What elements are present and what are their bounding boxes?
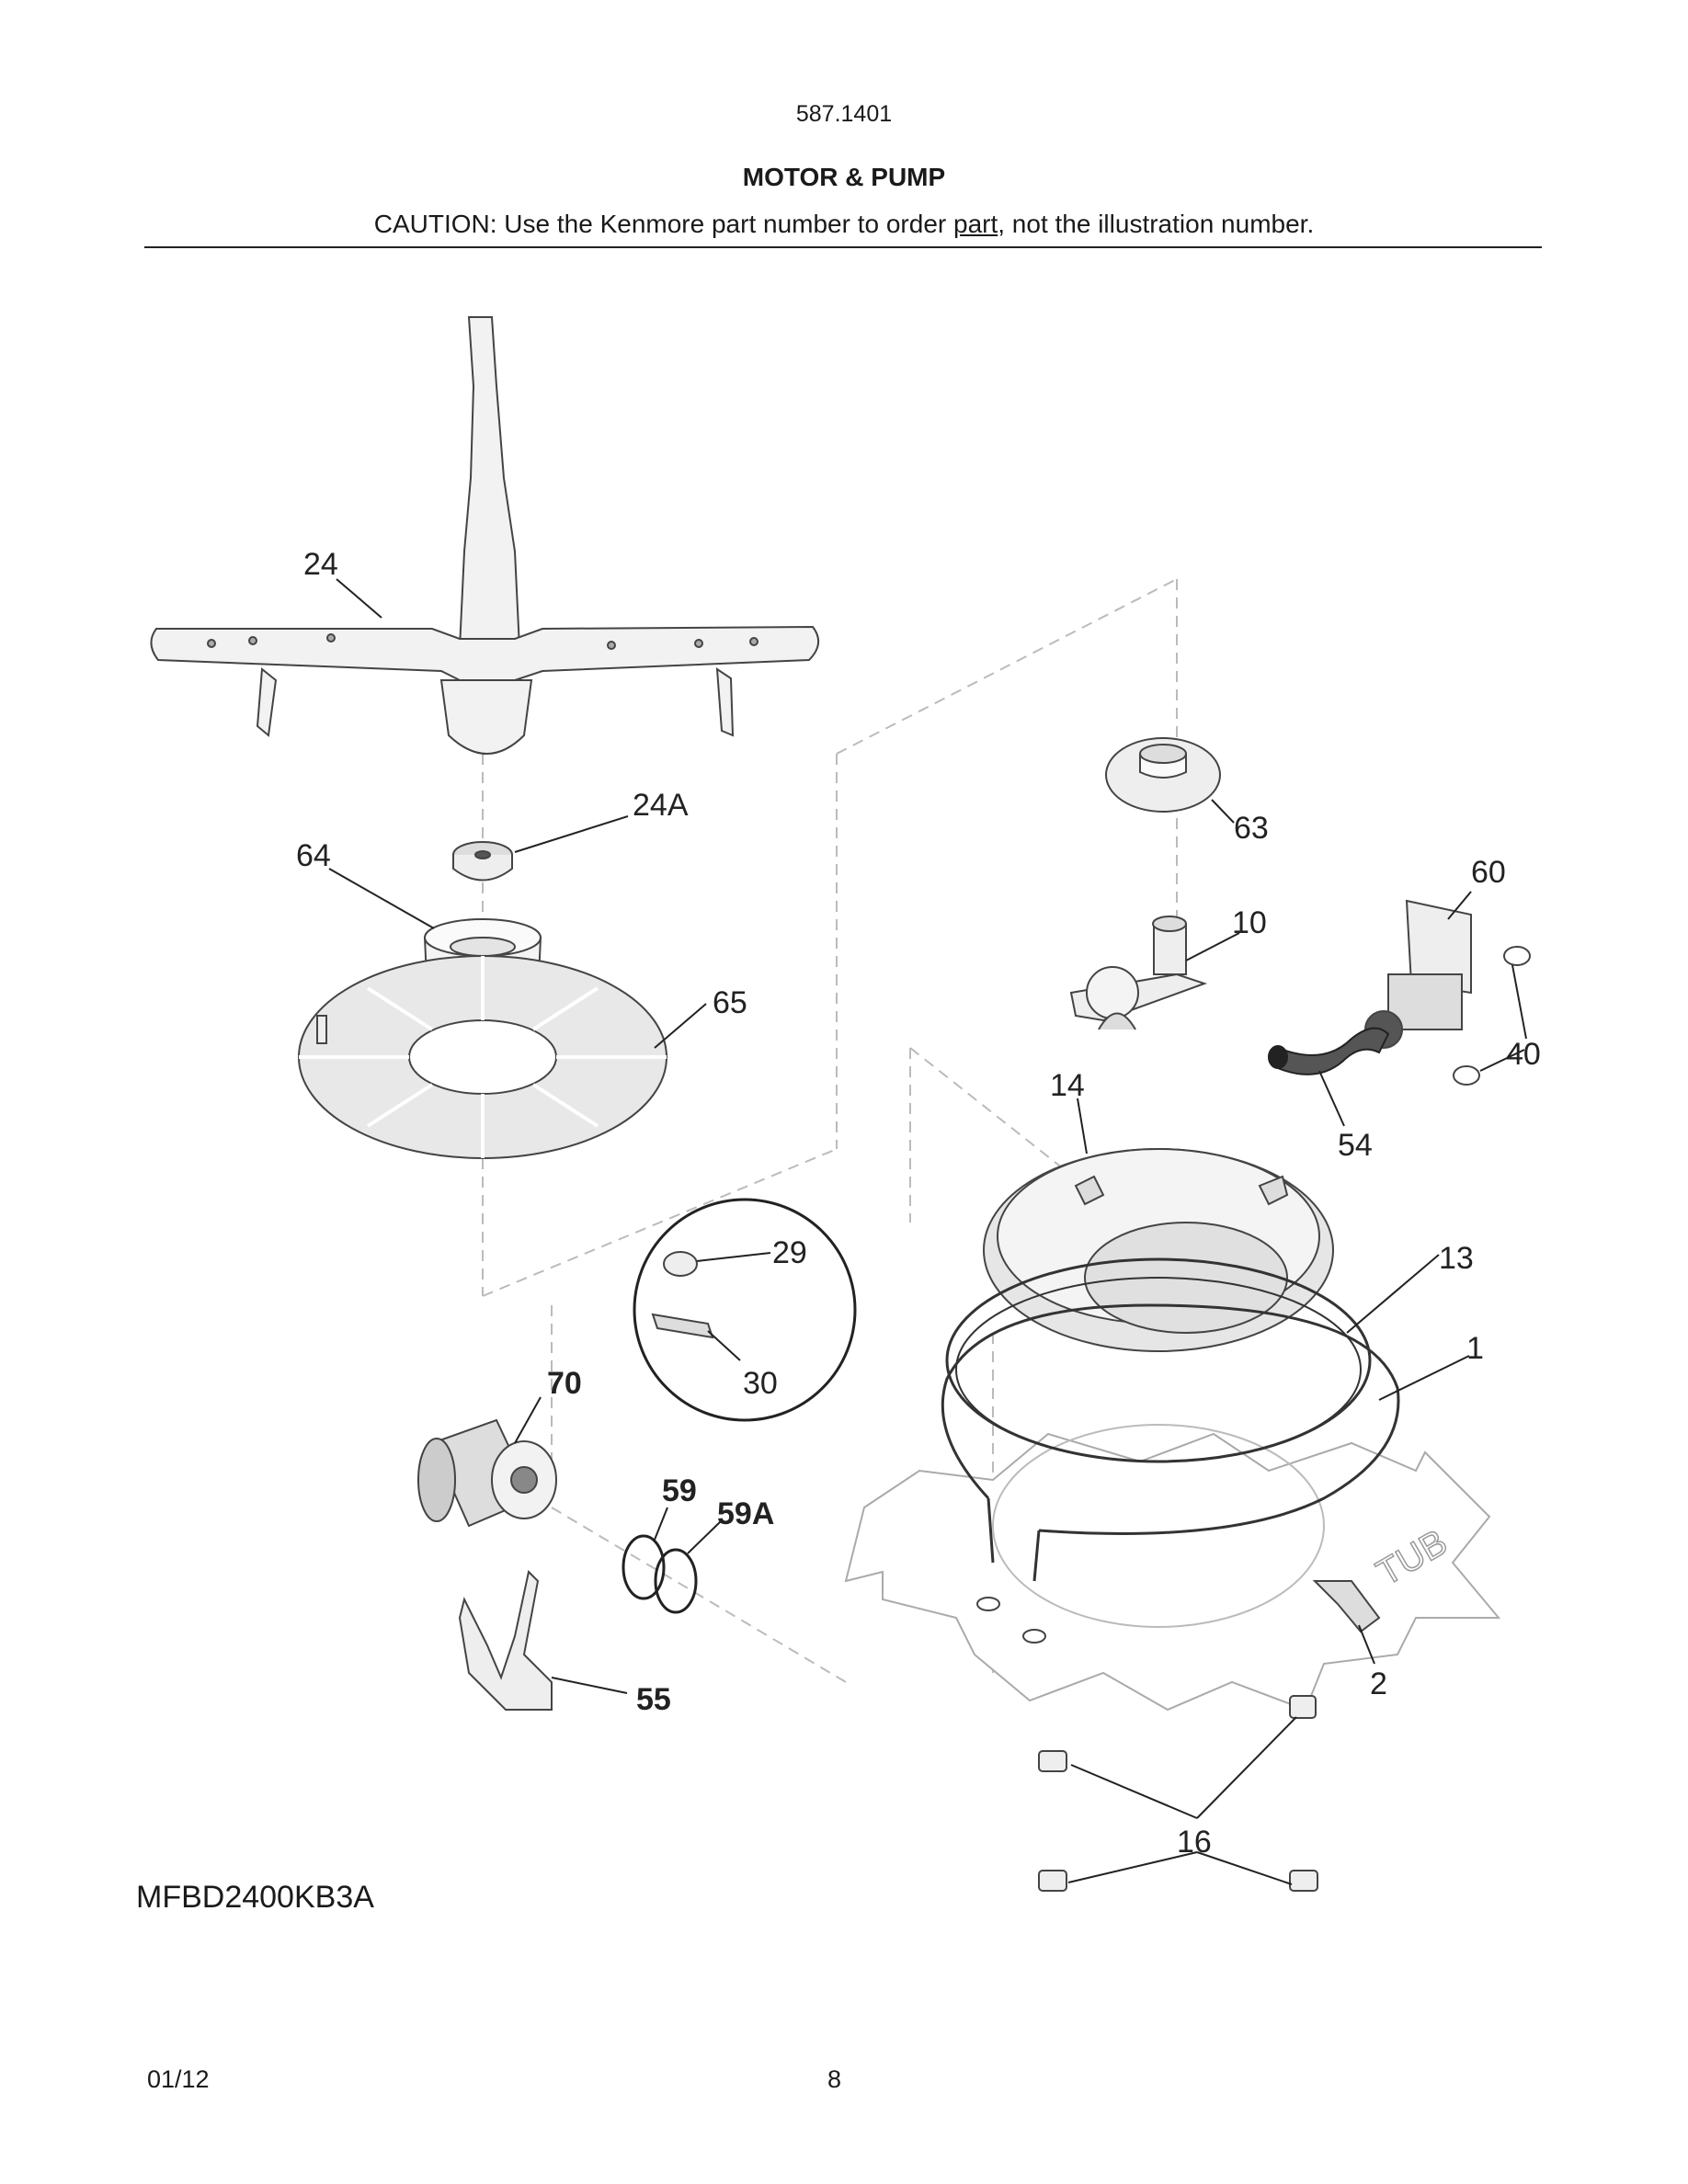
callout-59a: 59A — [717, 1496, 774, 1531]
callout-14: 14 — [1050, 1068, 1085, 1103]
callout-24a: 24A — [633, 788, 689, 823]
model-code: MFBD2400KB3A — [136, 1880, 374, 1915]
callout-labels: 24 24A 64 65 63 60 10 40 14 54 13 1 2 16… — [296, 547, 1541, 1860]
callout-29: 29 — [772, 1235, 807, 1270]
washers — [976, 1597, 1046, 1644]
page-number: 8 — [827, 2065, 842, 2093]
tub-outline: TUB — [844, 1424, 1501, 1712]
sump-gasket — [945, 1257, 1372, 1463]
callout-55: 55 — [636, 1682, 671, 1717]
callout-59: 59 — [662, 1473, 697, 1508]
callout-40: 40 — [1506, 1037, 1541, 1072]
sump-assembly — [983, 1148, 1334, 1352]
callout-16: 16 — [1177, 1825, 1212, 1860]
callout-60: 60 — [1471, 855, 1506, 890]
heating-element — [941, 1303, 1400, 1582]
wash-motor — [417, 1418, 557, 1528]
filter-screen — [298, 955, 667, 1159]
hose-clamps — [1453, 946, 1531, 1086]
callout-64: 64 — [296, 838, 331, 873]
heater-bracket — [1312, 1580, 1381, 1633]
callout-1: 1 — [1466, 1331, 1484, 1366]
callout-63: 63 — [1234, 811, 1269, 846]
o-rings — [622, 1534, 698, 1614]
caution-underlined-word: part — [953, 210, 998, 238]
upper-spray-arm — [150, 316, 819, 755]
drain-pump — [1069, 916, 1208, 1030]
page-title: MOTOR & PUMP — [742, 163, 946, 191]
callout-70: 70 — [547, 1366, 582, 1401]
callout-10: 10 — [1232, 905, 1267, 940]
callout-24: 24 — [303, 547, 338, 582]
model-number: 587.1401 — [795, 101, 893, 127]
grommets — [1038, 1695, 1318, 1892]
callout-13: 13 — [1439, 1241, 1474, 1276]
fill-hose — [1268, 1027, 1390, 1075]
footer-date: 01/12 — [147, 2065, 210, 2093]
detail-circle — [633, 1198, 857, 1422]
leader-lines — [328, 578, 1527, 1885]
callout-65: 65 — [713, 985, 747, 1020]
callout-2: 2 — [1370, 1666, 1387, 1701]
callout-30: 30 — [743, 1366, 778, 1401]
motor-bracket — [458, 1569, 553, 1711]
caution-note: CAUTION: Use the Kenmore part number to … — [0, 210, 1688, 239]
callout-54: 54 — [1338, 1128, 1373, 1163]
caution-prefix: CAUTION: Use the Kenmore part number to … — [373, 210, 953, 238]
header-divider — [144, 246, 1542, 248]
bearing-ring — [452, 841, 513, 882]
vent-cap — [1105, 737, 1221, 813]
inlet-valve — [1364, 899, 1472, 1049]
caution-suffix: , not the illustration number. — [998, 210, 1315, 238]
